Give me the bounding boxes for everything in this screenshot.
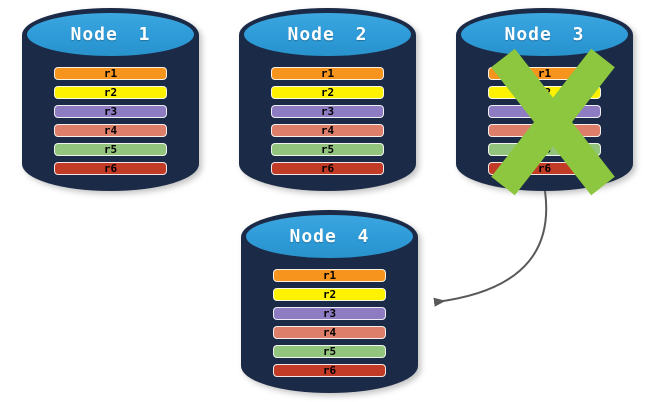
- replica-row-r2: r2: [54, 86, 167, 99]
- node-1-title: Node 1: [70, 24, 151, 45]
- replica-row-r4: r4: [271, 124, 384, 137]
- node-4-title: Node 4: [289, 226, 370, 247]
- replica-row-r4: r4: [273, 326, 386, 339]
- replica-row-r3: r3: [273, 307, 386, 320]
- replica-row-r5: r5: [273, 345, 386, 358]
- node-2-cylinder-top: Node 2: [244, 13, 411, 56]
- replica-row-r5: r5: [488, 143, 601, 156]
- replica-row-r2: r2: [488, 86, 601, 99]
- replica-row-r2: r2: [273, 288, 386, 301]
- replica-row-r6: r6: [273, 364, 386, 377]
- node-2-replica-rows: r1 r2 r3 r4 r5 r6: [271, 67, 384, 175]
- replica-row-r1: r1: [54, 67, 167, 80]
- replica-row-r6: r6: [271, 162, 384, 175]
- replica-row-r3: r3: [54, 105, 167, 118]
- replica-row-r2: r2: [271, 86, 384, 99]
- replica-row-r4: r4: [488, 124, 601, 137]
- replica-row-r1: r1: [273, 269, 386, 282]
- node-3-cylinder-top: Node 3: [461, 13, 628, 56]
- replica-row-r6: r6: [54, 162, 167, 175]
- replica-row-r1: r1: [488, 67, 601, 80]
- replica-row-r5: r5: [271, 143, 384, 156]
- replica-row-r4: r4: [54, 124, 167, 137]
- node-3-title: Node 3: [504, 24, 585, 45]
- replica-row-r5: r5: [54, 143, 167, 156]
- node-4-cylinder: Node 4 r1 r2 r3 r4 r5 r6: [241, 210, 418, 393]
- node-1-cylinder-top: Node 1: [27, 13, 194, 56]
- node-1-cylinder: Node 1 r1 r2 r3 r4 r5 r6: [22, 8, 199, 191]
- node-3-replica-rows: r1 r2 r3 r4 r5 r6: [488, 67, 601, 175]
- node-2-cylinder: Node 2 r1 r2 r3 r4 r5 r6: [239, 8, 416, 191]
- replica-row-r3: r3: [488, 105, 601, 118]
- node-4-replica-rows: r1 r2 r3 r4 r5 r6: [273, 269, 386, 377]
- node-2-title: Node 2: [287, 24, 368, 45]
- node-4-cylinder-top: Node 4: [246, 215, 413, 258]
- replica-row-r6: r6: [488, 162, 601, 175]
- replica-row-r1: r1: [271, 67, 384, 80]
- node-1-replica-rows: r1 r2 r3 r4 r5 r6: [54, 67, 167, 175]
- replica-row-r3: r3: [271, 105, 384, 118]
- node-3-cylinder: Node 3 r1 r2 r3 r4 r5 r6: [456, 8, 633, 196]
